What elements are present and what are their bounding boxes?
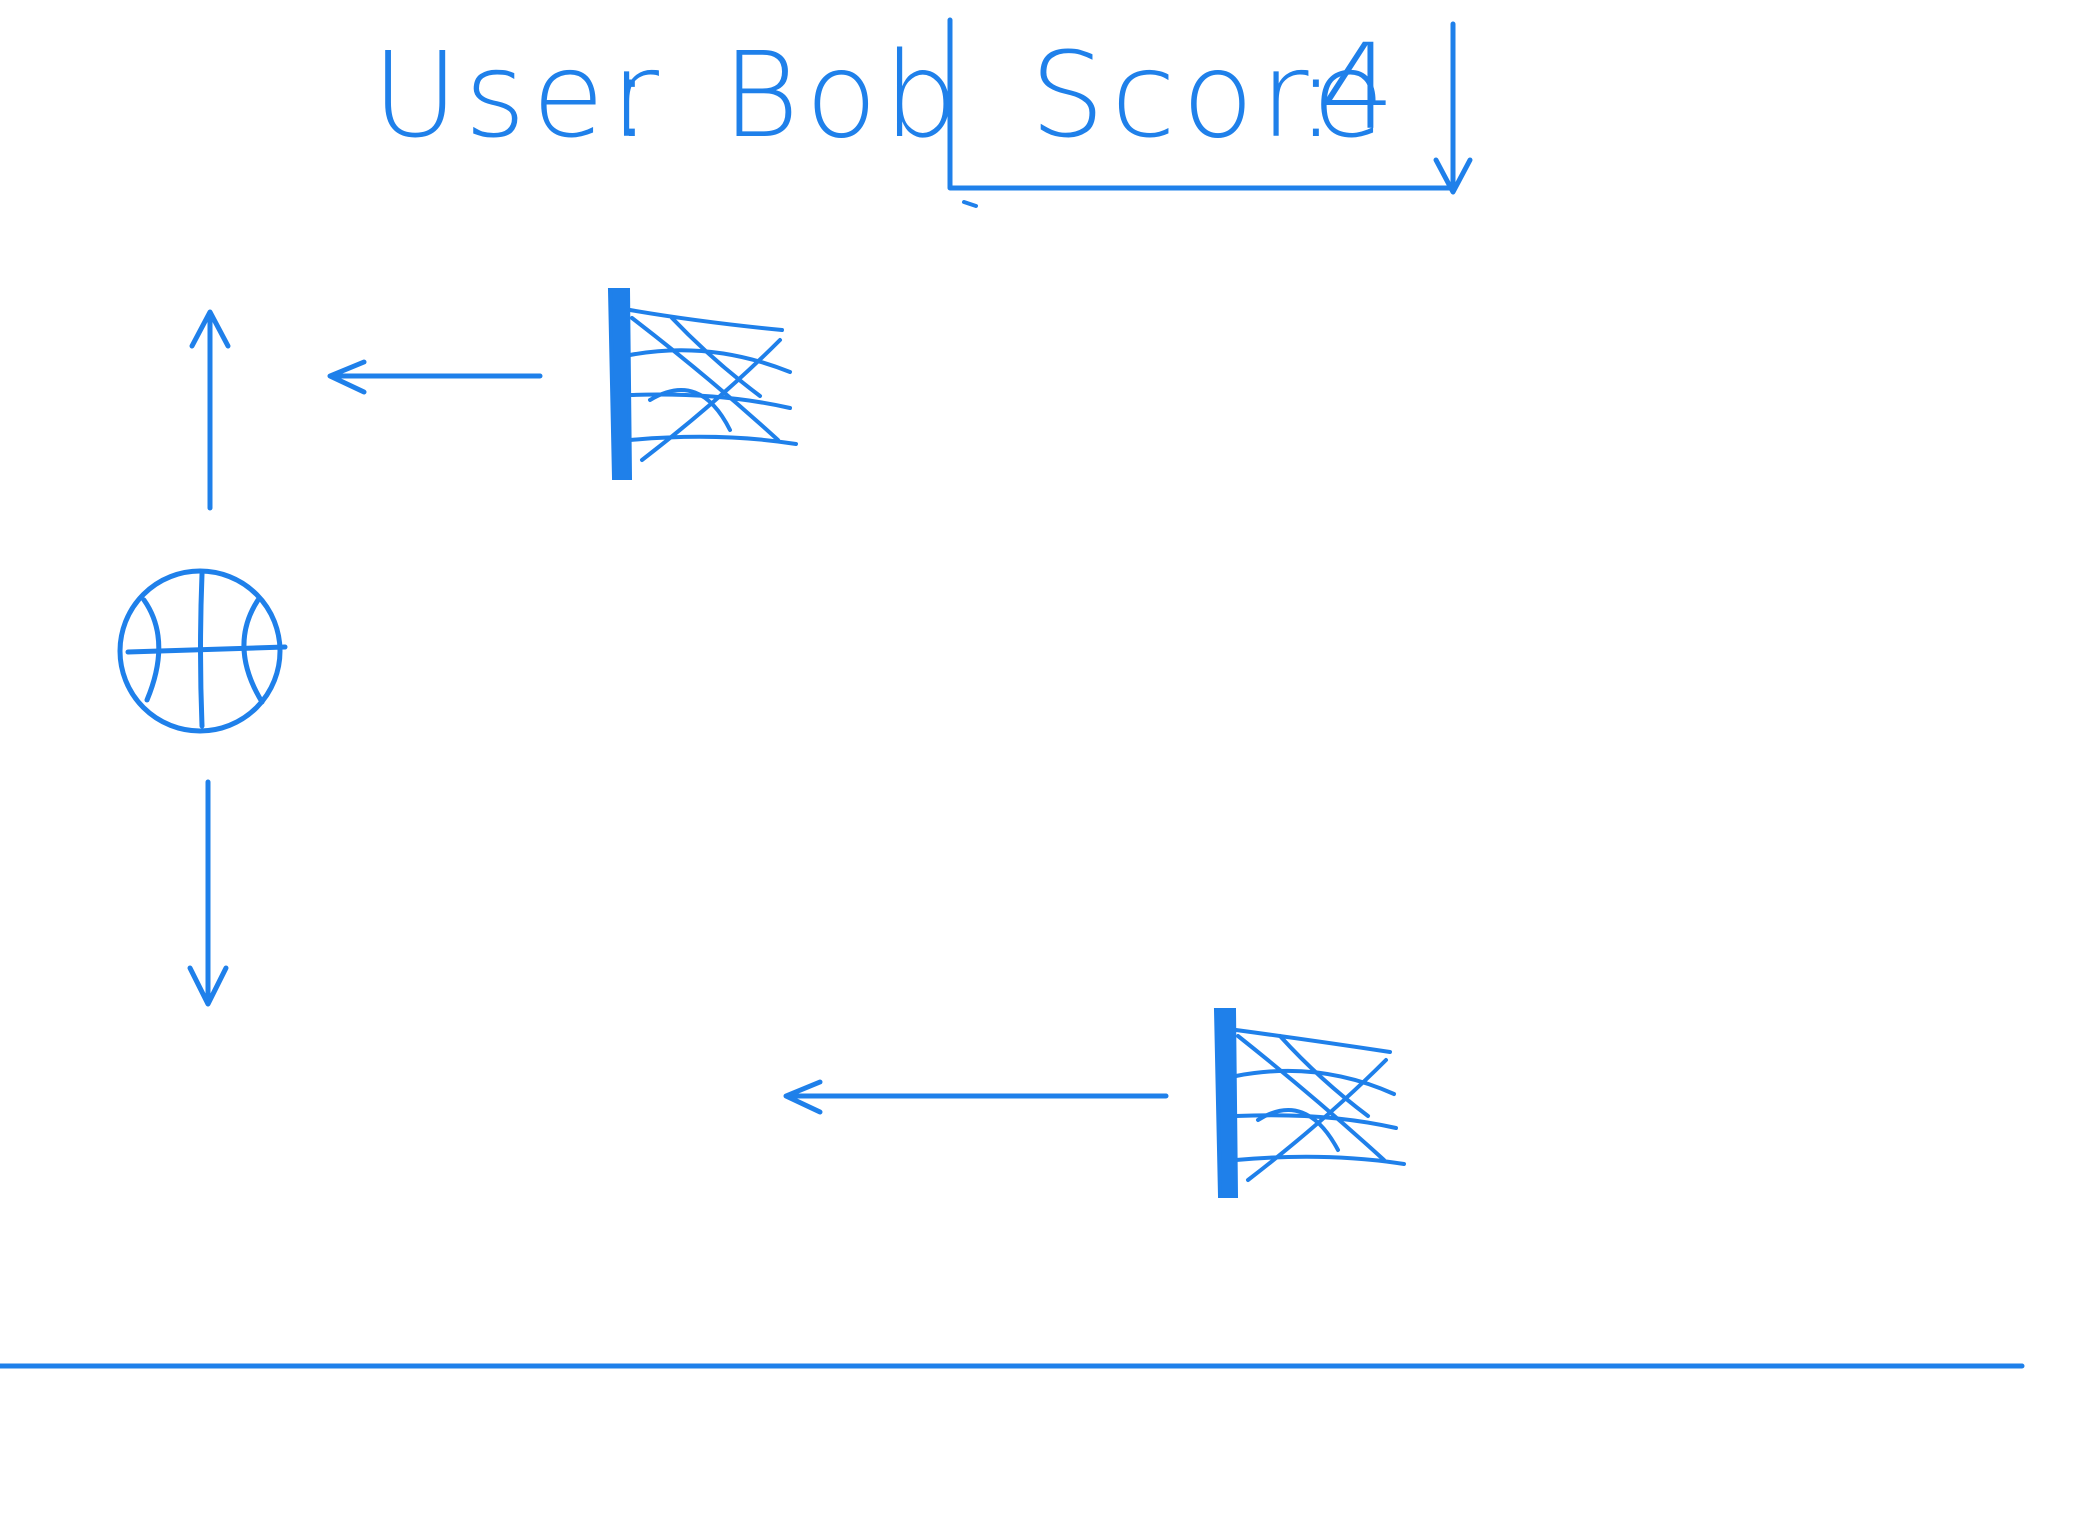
user-label: User xyxy=(372,26,665,164)
arrow-left-icon xyxy=(783,1079,1169,1115)
arrow-up-icon xyxy=(189,309,231,511)
basketball-hoop-icon xyxy=(607,288,798,480)
score-separator: : xyxy=(1296,26,1342,164)
user-separator: : xyxy=(612,26,658,164)
basketball-hoop-icon xyxy=(1213,1008,1406,1198)
score-box xyxy=(947,17,1473,208)
score-label: Score xyxy=(1030,26,1391,164)
score-value: 4 xyxy=(1320,18,1402,156)
arrow-down-icon xyxy=(187,779,229,1007)
user-name: Bob xyxy=(722,26,965,164)
basketball-icon[interactable] xyxy=(117,568,288,734)
arrow-left-icon xyxy=(327,359,543,395)
